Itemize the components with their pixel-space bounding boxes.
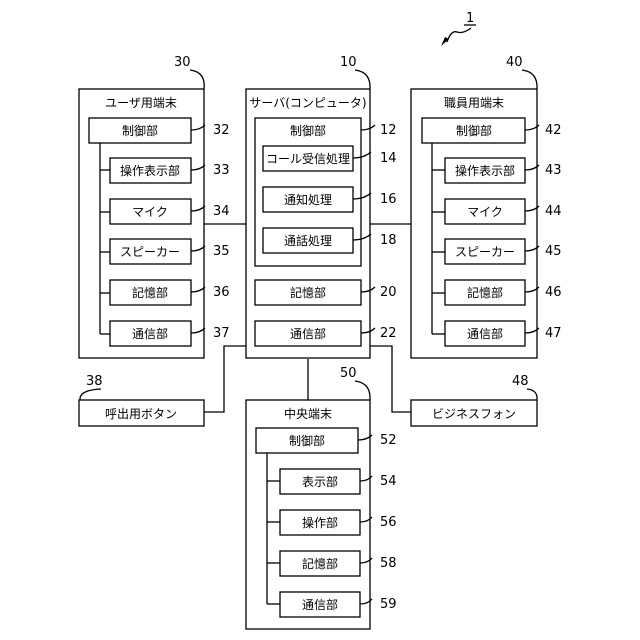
user-storage-label: 記憶部 (132, 285, 168, 300)
central-display-label: 表示部 (302, 474, 338, 489)
server-callrecv-label: コール受信処理 (266, 152, 350, 166)
staff-storage-ref: 46 (545, 285, 562, 300)
central-storage-label: 記憶部 (302, 556, 338, 571)
staff-terminal-title: 職員用端末 (444, 96, 504, 110)
server-notify-ref: 16 (380, 192, 397, 207)
central-display-ref: 54 (380, 474, 397, 489)
user-speaker-ref: 35 (213, 244, 230, 259)
user-terminal-ref: 30 (174, 55, 191, 70)
call-button-label: 呼出用ボタン (105, 407, 177, 421)
server-comm-ref: 22 (380, 326, 397, 341)
staff-comm-label: 通信部 (467, 326, 503, 341)
central-control-ref: 52 (380, 433, 397, 448)
user-speaker-label: スピーカー (120, 245, 180, 259)
server-control-ref: 12 (380, 123, 397, 138)
central-terminal: 中央端末 50 制御部 52 表示部 54 操作部 56 記憶部 58 通信部 … (246, 366, 397, 629)
staff-speaker-label: スピーカー (455, 245, 515, 259)
business-phone-leader (527, 389, 537, 400)
figure-ref-leader (447, 28, 471, 42)
user-terminal-leader (190, 70, 204, 89)
server-talk-ref: 18 (380, 233, 397, 248)
server-callrecv-ref: 14 (380, 151, 397, 166)
user-mic-ref: 34 (213, 204, 230, 219)
server-leader (355, 70, 370, 89)
business-phone-label: ビジネスフォン (432, 407, 516, 421)
link-server-callbutton (204, 346, 246, 412)
central-control-label: 制御部 (289, 433, 325, 448)
staff-storage-label: 記憶部 (467, 285, 503, 300)
user-storage-ref: 36 (213, 285, 230, 300)
staff-opdisp-label: 操作表示部 (455, 163, 515, 178)
server-control-label: 制御部 (290, 123, 326, 138)
central-terminal-title: 中央端末 (284, 406, 332, 421)
call-button-leader (80, 389, 101, 400)
server: サーバ(コンピュータ) 10 制御部 12 コール受信処理 14 通知処理 16… (246, 55, 397, 358)
user-comm-label: 通信部 (132, 326, 168, 341)
central-terminal-ref: 50 (340, 366, 357, 381)
link-server-bizphone (370, 346, 411, 412)
server-storage-ref: 20 (380, 285, 397, 300)
central-operation-ref: 56 (380, 515, 397, 530)
central-storage-ref: 58 (380, 556, 397, 571)
server-storage-label: 記憶部 (290, 285, 326, 300)
staff-control-ref: 42 (545, 123, 562, 138)
staff-terminal-ref: 40 (506, 55, 523, 70)
staff-comm-ref: 47 (545, 326, 562, 341)
user-mic-label: マイク (132, 205, 168, 219)
central-comm-ref: 59 (380, 597, 397, 612)
user-opdisp-label: 操作表示部 (120, 163, 180, 178)
server-notify-label: 通知処理 (284, 193, 332, 207)
figure-ref: 1 (441, 11, 476, 46)
user-control-ref: 32 (213, 123, 230, 138)
staff-mic-ref: 44 (545, 204, 562, 219)
staff-terminal: 職員用端末 40 制御部 42 操作表示部 43 マイク 44 スピーカー 45… (411, 55, 562, 358)
central-terminal-leader (355, 381, 370, 400)
staff-opdisp-ref: 43 (545, 163, 562, 178)
server-ref: 10 (340, 55, 357, 70)
user-terminal: ユーザ用端末 30 制御部 32 操作表示部 33 マイク 34 スピーカー 3… (79, 55, 230, 358)
server-title: サーバ(コンピュータ) (249, 96, 366, 110)
staff-speaker-ref: 45 (545, 244, 562, 259)
user-control-label: 制御部 (122, 123, 158, 138)
server-talk-label: 通話処理 (284, 233, 332, 248)
central-comm-label: 通信部 (302, 597, 338, 612)
business-phone-unit: ビジネスフォン 48 (411, 374, 537, 426)
user-comm-ref: 37 (213, 326, 230, 341)
staff-terminal-leader (522, 70, 537, 89)
call-button-unit: 呼出用ボタン 38 (79, 374, 204, 426)
figure-ref-number: 1 (466, 11, 474, 26)
business-phone-ref: 48 (512, 374, 529, 389)
staff-control-label: 制御部 (456, 123, 492, 138)
staff-mic-label: マイク (467, 205, 503, 219)
central-operation-label: 操作部 (302, 515, 338, 530)
user-terminal-title: ユーザ用端末 (105, 96, 177, 110)
user-opdisp-ref: 33 (213, 163, 230, 178)
server-comm-label: 通信部 (290, 326, 326, 341)
call-button-ref: 38 (86, 374, 103, 389)
